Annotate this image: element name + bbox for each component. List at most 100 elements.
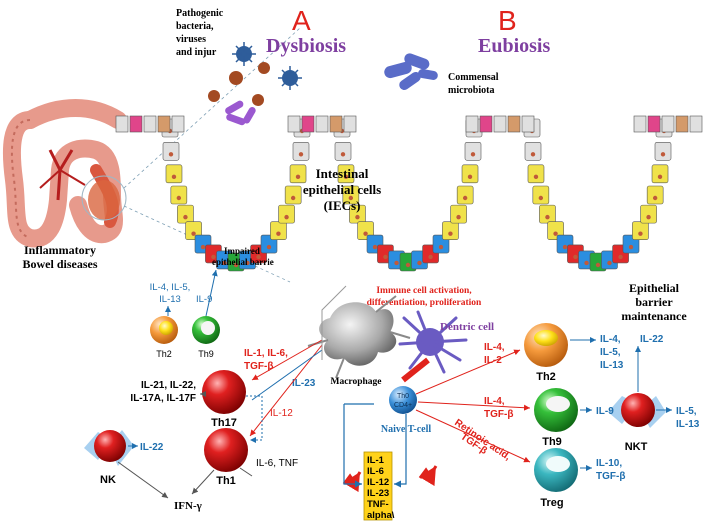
- svg-text:viruses: viruses: [176, 34, 206, 45]
- bacteria-icon: [229, 71, 243, 85]
- epithelial-cell: [461, 164, 479, 184]
- epithelial-cell: [464, 141, 482, 161]
- cell-nucleus: [646, 214, 651, 220]
- epithelial-cell: [450, 204, 467, 224]
- cell-nucleus: [340, 152, 346, 157]
- svg-text:IL-4,: IL-4,: [484, 396, 505, 407]
- cell-nucleus: [256, 254, 261, 260]
- cytokine-box: IL-1 IL-6 IL-12 IL-23 TNF- alpha\: [342, 451, 438, 521]
- cell-nucleus: [438, 244, 444, 250]
- svg-text:TNF-: TNF-: [367, 499, 389, 510]
- cell-nucleus: [638, 231, 643, 236]
- bacteria-icon: [258, 62, 270, 74]
- svg-text:IL-12: IL-12: [367, 477, 389, 488]
- cell-nucleus: [652, 195, 658, 201]
- commensal-label: Commensal microbiota: [448, 72, 499, 96]
- epithelium-layer: [115, 115, 703, 272]
- svg-text:IL-13: IL-13: [676, 419, 700, 430]
- cell-nucleus: [448, 231, 453, 236]
- pathogens-icon: [208, 42, 302, 126]
- villus-cell: [493, 115, 507, 133]
- svg-text:Treg: Treg: [540, 497, 563, 509]
- treg-out-cytokines: IL-10, TGF-β: [596, 458, 625, 482]
- eubiosis-heading: Eubiosis: [478, 35, 550, 57]
- svg-text:Commensal: Commensal: [448, 72, 499, 83]
- epithelial-cell: [270, 221, 287, 240]
- epithelial-cell: [278, 204, 295, 224]
- svg-text:Th9: Th9: [542, 436, 562, 448]
- nk-cytokine: IL-22: [140, 442, 164, 453]
- cell-nucleus: [595, 262, 601, 268]
- epithelial-cell: [456, 185, 474, 205]
- panel-letter-a: A: [292, 5, 311, 36]
- epithelial-cell: [162, 141, 180, 161]
- svg-text:Th17: Th17: [211, 417, 237, 429]
- svg-text:epithelial barrie: epithelial barrie: [212, 257, 274, 267]
- small-th2-cell: Th2: [150, 316, 178, 359]
- svg-text:IL-13: IL-13: [159, 294, 181, 305]
- svg-text:NKT: NKT: [625, 441, 648, 453]
- bacteria-icon: [252, 94, 264, 106]
- epithelial-cell: [532, 185, 550, 205]
- epithelial-cell: [289, 164, 307, 184]
- nkt-cell: NKT: [608, 393, 666, 453]
- il23-label: IL-23: [292, 378, 316, 389]
- svg-text:Bowel diseases: Bowel diseases: [23, 257, 98, 271]
- cell-nucleus: [200, 244, 206, 250]
- epithelial-cell: [292, 141, 310, 161]
- cell-nucleus: [462, 195, 468, 201]
- svg-text:IL-1: IL-1: [367, 455, 385, 466]
- epithelial-cell: [342, 185, 360, 205]
- cell-nucleus: [573, 254, 578, 260]
- cell-nucleus: [298, 152, 304, 157]
- svg-text:NK: NK: [100, 474, 116, 486]
- svg-text:differentiation, proliferation: differentiation, proliferation: [367, 298, 482, 308]
- macrophage-cell: Macrophage: [307, 295, 411, 387]
- villus-cell: [647, 115, 661, 133]
- small-th2-cytokines: IL-4, IL-5, IL-13: [150, 282, 191, 305]
- cell-nucleus: [363, 231, 368, 236]
- svg-text:and injur: and injur: [176, 47, 217, 58]
- svg-text:IL-4, IL-5,: IL-4, IL-5,: [150, 282, 191, 293]
- svg-text:TGF-β: TGF-β: [596, 471, 625, 482]
- cell-nucleus: [628, 244, 634, 250]
- svg-text:Th1: Th1: [216, 475, 236, 487]
- cell-nucleus: [618, 254, 623, 260]
- epithelial-cell: [170, 185, 188, 205]
- villus-cell: [315, 115, 329, 133]
- epithelial-cell: [334, 141, 352, 161]
- villus-cell: [129, 115, 143, 133]
- epithelial-cell: [539, 204, 556, 224]
- bacilli-icon: [225, 100, 256, 126]
- iec-label: Intestinal epithelial cells (IECs): [303, 166, 381, 213]
- cell-nucleus: [266, 244, 272, 250]
- cell-nucleus: [355, 214, 360, 220]
- svg-text:IL-4,: IL-4,: [600, 334, 621, 345]
- epithelial-cell: [646, 185, 664, 205]
- cell-nucleus: [538, 195, 544, 201]
- cell-nucleus: [428, 254, 433, 260]
- epithelial-cell: [640, 204, 657, 224]
- cell-nucleus: [276, 231, 281, 236]
- cell-nucleus: [470, 152, 476, 157]
- villus-cell: [633, 115, 647, 133]
- cell-nucleus: [245, 260, 250, 266]
- epithelial-cell: [524, 141, 542, 161]
- svg-text:microbiota: microbiota: [448, 85, 494, 96]
- cell-nucleus: [372, 244, 378, 250]
- epithelial-maintenance-label: Epithelial barrier maintenance: [621, 281, 687, 323]
- epithelial-cell: [527, 164, 545, 184]
- cell-nucleus: [348, 195, 354, 201]
- villus-cell: [479, 115, 493, 133]
- small-th9-cell: Th9: [192, 316, 220, 359]
- villus-cell: [287, 115, 301, 133]
- cell-nucleus: [660, 152, 666, 157]
- cell-nucleus: [183, 214, 188, 220]
- cell-nucleus: [343, 174, 349, 180]
- svg-text:Pathogenic: Pathogenic: [176, 8, 224, 19]
- svg-text:Th0: Th0: [397, 393, 409, 400]
- epithelial-cell: [177, 204, 194, 224]
- villus-cell: [157, 115, 171, 133]
- villus-cell: [329, 115, 343, 133]
